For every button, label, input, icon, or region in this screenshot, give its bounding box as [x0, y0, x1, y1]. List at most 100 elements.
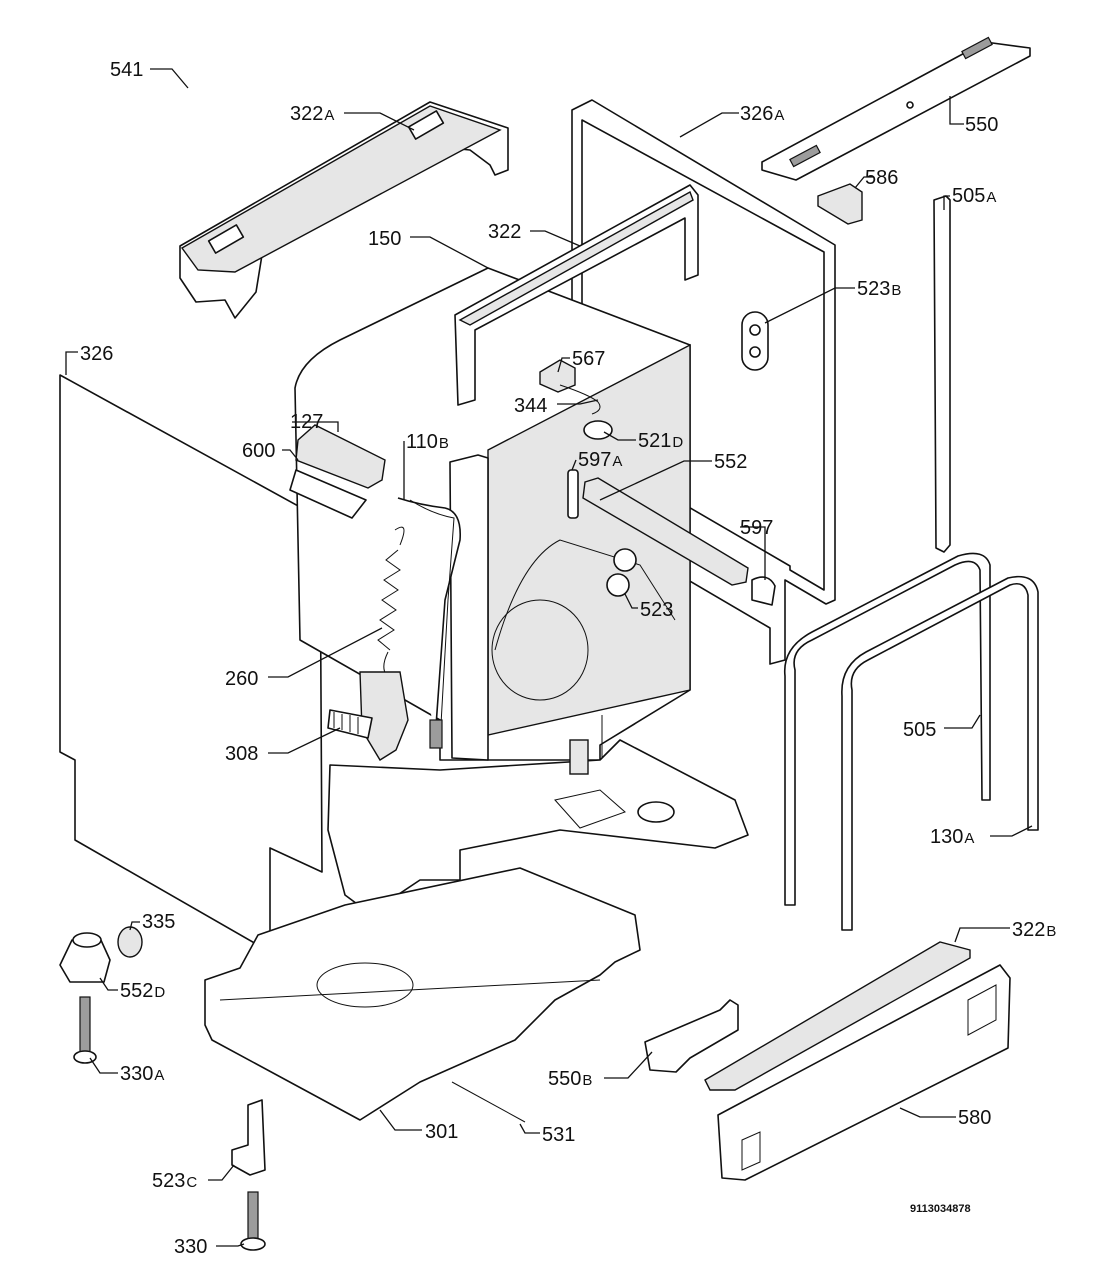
- callout-552: 552: [714, 451, 747, 473]
- callout-number: 301: [425, 1121, 458, 1143]
- callout-suffix: B: [582, 1072, 592, 1089]
- callout-number: 523: [152, 1170, 185, 1192]
- clip-597a: [567, 469, 579, 519]
- callout-number: 580: [958, 1107, 991, 1129]
- callout-550b: 550B: [548, 1068, 592, 1090]
- callout-number: 567: [572, 348, 605, 370]
- callout-523c: 523C: [152, 1170, 197, 1192]
- kick-panel-580: [717, 964, 1011, 1181]
- callout-523b: 523B: [857, 278, 901, 300]
- callout-suffix: B: [439, 435, 449, 452]
- hinge-assembly: [327, 671, 409, 761]
- callout-number: 600: [242, 440, 275, 462]
- callout-suffix: A: [612, 453, 622, 470]
- callout-number: 541: [110, 59, 143, 81]
- callout-number: 326: [740, 103, 773, 125]
- callout-number: 521: [638, 430, 671, 452]
- callout-330: 330: [174, 1236, 207, 1258]
- callout-number: 110: [406, 431, 438, 453]
- callout-number: 330: [174, 1236, 207, 1258]
- callout-number: 322: [488, 221, 521, 243]
- strip-322b: [704, 941, 971, 1091]
- callout-344: 344: [514, 395, 547, 417]
- callout-number: 150: [368, 228, 401, 250]
- bracket-523c: [231, 1099, 266, 1176]
- top-bracket: [761, 36, 1031, 181]
- callout-number: 597: [578, 449, 611, 471]
- small-bracket: [817, 183, 863, 225]
- callout-number: 130: [930, 826, 963, 848]
- callout-326: 326: [80, 343, 113, 365]
- screw-330a: [73, 996, 97, 1064]
- valve-552d: [59, 932, 111, 983]
- grommet-523: [606, 548, 637, 597]
- callout-127: 127: [290, 411, 323, 433]
- callout-number: 523: [857, 278, 890, 300]
- rod-531: [451, 1081, 526, 1123]
- clip-597: [751, 576, 776, 606]
- callout-suffix: D: [672, 434, 683, 451]
- clip-567: [539, 359, 601, 415]
- callout-505a: 505A: [952, 185, 996, 207]
- top-rail-a: [179, 101, 509, 319]
- callout-322: 322: [488, 221, 521, 243]
- callout-322a: 322A: [290, 103, 334, 125]
- callout-number: 308: [225, 743, 258, 765]
- door-seal-505: [783, 552, 991, 906]
- callout-number: 127: [290, 411, 323, 433]
- callout-580: 580: [958, 1107, 991, 1129]
- callout-335: 335: [142, 911, 175, 933]
- callout-597: 597: [740, 517, 773, 539]
- callout-number: 330: [120, 1063, 153, 1085]
- grommet-523b: [741, 311, 769, 371]
- hose: [397, 497, 462, 749]
- callout-600: 600: [242, 440, 275, 462]
- top-frame: [454, 184, 699, 406]
- gear-335: [117, 926, 143, 958]
- callout-number: 335: [142, 911, 175, 933]
- callout-number: 322: [290, 103, 323, 125]
- callout-505: 505: [903, 719, 936, 741]
- callout-suffix: A: [154, 1067, 164, 1084]
- callout-number: 505: [903, 719, 936, 741]
- callout-130a: 130A: [930, 826, 974, 848]
- screw-330: [240, 1191, 266, 1251]
- callout-number: 550: [965, 114, 998, 136]
- callout-550: 550: [965, 114, 998, 136]
- callout-suffix: B: [1046, 923, 1056, 940]
- callout-number: 531: [542, 1124, 575, 1146]
- callout-597a: 597A: [578, 449, 622, 471]
- callout-number: 344: [514, 395, 547, 417]
- callout-326a: 326A: [740, 103, 784, 125]
- document-code: 9113034878: [910, 1203, 971, 1215]
- callout-number: 597: [740, 517, 773, 539]
- side-panel-left: [59, 374, 323, 946]
- clip-550b: [644, 999, 739, 1073]
- callout-521d: 521D: [638, 430, 683, 452]
- rail-552: [582, 477, 749, 586]
- callout-suffix: A: [324, 107, 334, 124]
- callout-322b: 322B: [1012, 919, 1056, 941]
- callout-541: 541: [110, 59, 143, 81]
- callout-523: 523: [640, 599, 673, 621]
- callout-531: 531: [542, 1124, 575, 1146]
- callout-260: 260: [225, 668, 258, 690]
- callout-number: 505: [952, 185, 985, 207]
- callout-suffix: C: [186, 1174, 197, 1191]
- callout-567: 567: [572, 348, 605, 370]
- callout-number: 523: [640, 599, 673, 621]
- callout-552d: 552D: [120, 980, 165, 1002]
- callout-suffix: A: [774, 107, 784, 124]
- vertical-seal-strip: [933, 195, 951, 553]
- callout-330a: 330A: [120, 1063, 164, 1085]
- base-tray: [204, 867, 641, 1121]
- callout-150: 150: [368, 228, 401, 250]
- callout-number: 260: [225, 668, 258, 690]
- dispenser: [289, 424, 386, 519]
- callout-number: 552: [714, 451, 747, 473]
- cap-521d: [583, 420, 613, 440]
- callout-586: 586: [865, 167, 898, 189]
- callout-number: 552: [120, 980, 153, 1002]
